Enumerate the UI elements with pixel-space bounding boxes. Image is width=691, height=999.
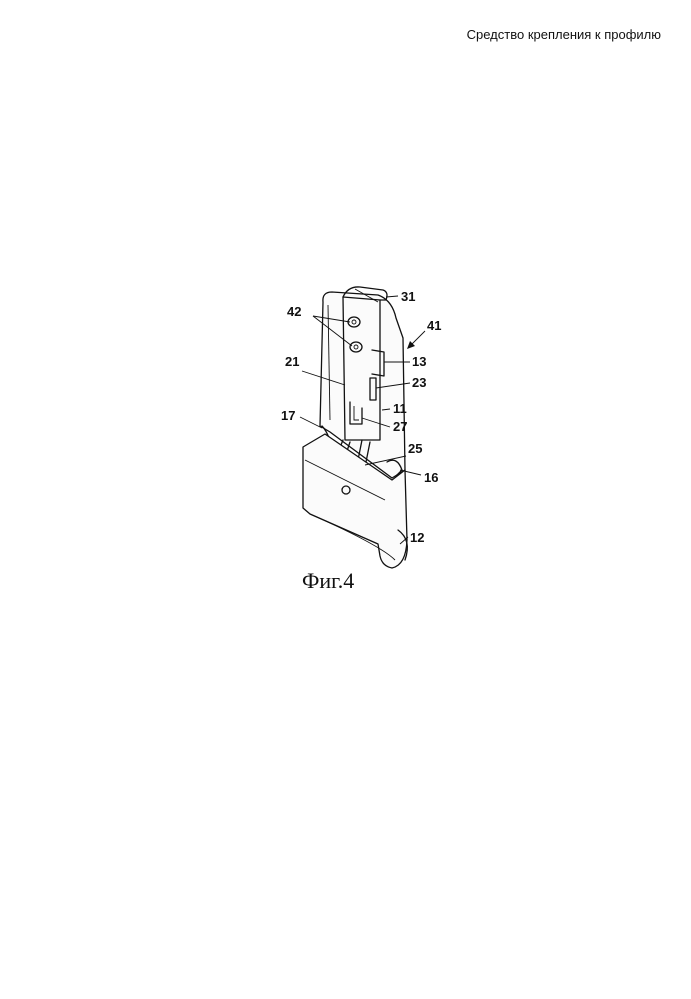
leader-31 (386, 296, 398, 297)
label-12: 12 (410, 530, 424, 545)
label-21: 21 (285, 354, 299, 369)
label-42: 42 (287, 304, 301, 319)
label-11: 11 (393, 401, 407, 416)
label-31: 31 (401, 289, 415, 304)
label-41: 41 (427, 318, 441, 333)
label-17: 17 (281, 408, 295, 423)
leader-17 (300, 417, 322, 428)
figure-caption: Фиг.4 (302, 568, 354, 594)
label-25: 25 (408, 441, 422, 456)
label-27: 27 (393, 419, 407, 434)
label-16: 16 (424, 470, 438, 485)
label-23: 23 (412, 375, 426, 390)
label-13: 13 (412, 354, 426, 369)
